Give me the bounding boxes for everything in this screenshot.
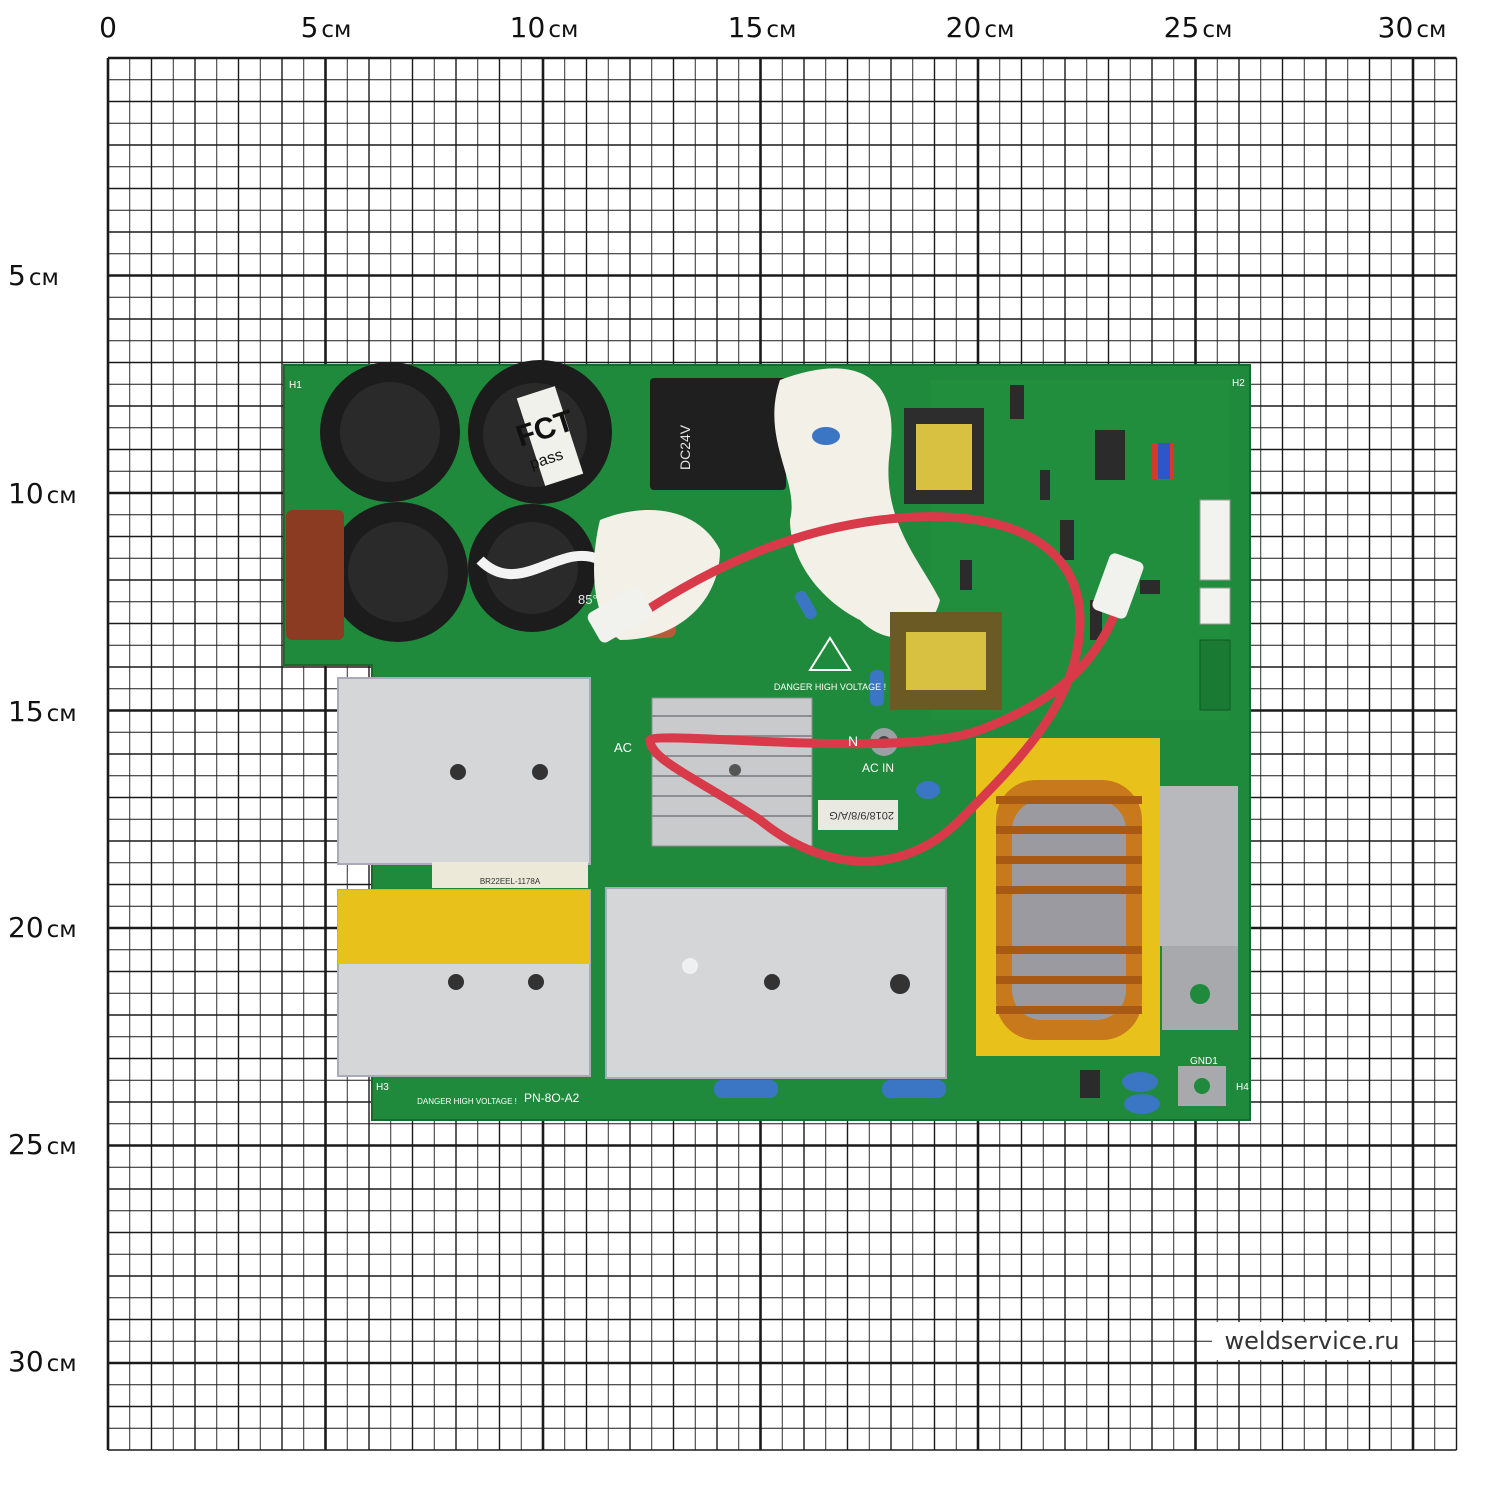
warning-triangle [808,636,852,671]
smd-components [960,385,1160,1098]
small-transformer-core [906,632,986,690]
red-wire [627,512,1125,866]
connector [1199,499,1231,581]
trimmer [1158,443,1170,479]
h3-label: H3 [376,1082,389,1093]
ac-in-label: AC IN [862,761,894,775]
gnd-label: GND1 [1190,1056,1218,1067]
film-capacitor [286,510,344,640]
blue-components [714,427,1160,1114]
wire-terminal [1092,553,1144,619]
watermark: weldservice.ru [1212,1322,1412,1360]
relay-label: DC24V [677,424,693,470]
toroid-core-center [1012,800,1126,1020]
warning-text: DANGER HIGH VOLTAGE ! [417,1097,517,1106]
electrolytic-capacitors [320,360,612,642]
wire-terminal [587,587,653,643]
h4-label: H4 [1236,1082,1249,1093]
date-label: 2018/9/8/A/G [829,809,894,821]
n-label: N [848,733,858,749]
kapton-tape [338,890,590,964]
shunt-bracket [1160,786,1238,946]
connector [1199,587,1231,625]
h1-label: H1 [289,380,302,391]
connector [1199,639,1231,711]
model-label: PN-8O-A2 [524,1091,580,1105]
ac-label: AC [614,740,632,755]
small-transformer-2-core [916,424,972,490]
warning-text: DANGER HIGH VOLTAGE ! [774,682,886,692]
transformer-sticker [432,862,588,888]
h2-label: H2 [1232,378,1245,389]
transformer-label: BR22EEL-1178A [480,877,541,886]
toroid-windings [996,796,1142,1014]
relay [650,378,786,490]
x-tick-label: 0 [99,11,117,44]
date-sticker [818,800,898,830]
